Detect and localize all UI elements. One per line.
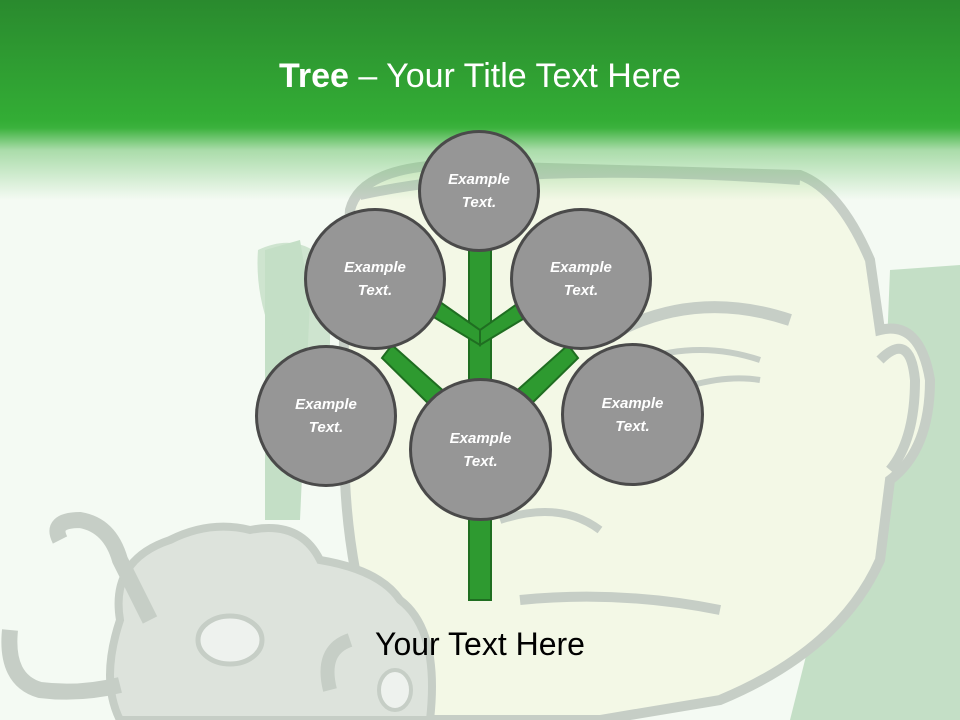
node-text: Example xyxy=(448,171,510,188)
node-text: Example xyxy=(344,259,406,276)
tree-node-lower-left[interactable]: Example Text. xyxy=(255,345,397,487)
title-bold: Tree xyxy=(279,57,349,95)
tree-node-upper-right[interactable]: Example Text. xyxy=(510,208,652,350)
node-text: Example xyxy=(550,259,612,276)
tree-node-upper-left[interactable]: Example Text. xyxy=(304,208,446,350)
tree-node-center[interactable]: Example Text. xyxy=(409,378,552,521)
node-text: Example xyxy=(295,396,357,413)
tree-node-top[interactable]: Example Text. xyxy=(418,130,540,252)
title-rest: – Your Title Text Here xyxy=(348,57,681,95)
node-text: Text. xyxy=(461,194,497,211)
node-text: Text. xyxy=(563,282,599,299)
node-text: Example xyxy=(449,429,512,447)
node-text: Example xyxy=(601,394,664,412)
node-text: Text. xyxy=(308,419,344,436)
node-text: Text. xyxy=(615,417,650,435)
caption-text[interactable]: Your Text Here xyxy=(375,626,585,662)
tree-node-lower-right[interactable]: Example Text. xyxy=(561,343,704,486)
node-text: Text. xyxy=(357,282,393,299)
slide-title[interactable]: Tree – Your Title Text Here xyxy=(0,50,960,102)
node-text: Text. xyxy=(463,452,498,470)
